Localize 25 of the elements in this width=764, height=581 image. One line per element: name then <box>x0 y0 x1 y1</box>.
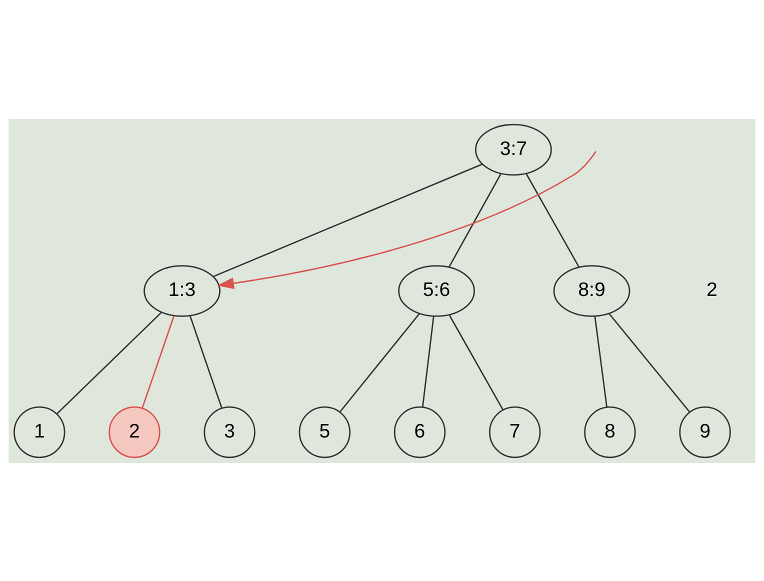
connector <box>422 316 434 407</box>
node-circle: 2 <box>108 406 160 458</box>
connector <box>526 173 580 268</box>
node-circle: 1 <box>14 406 66 458</box>
connector <box>339 313 420 412</box>
label: 2 <box>706 278 718 301</box>
connector <box>448 173 502 268</box>
node-ellipse: 3:7 <box>475 123 552 176</box>
node-circle: 7 <box>488 406 541 458</box>
node-circle: 8 <box>584 406 636 458</box>
node-ellipse: 1:3 <box>144 264 220 316</box>
node-circle: 9 <box>679 406 731 458</box>
connector <box>56 311 162 414</box>
node-ellipse: 5:6 <box>398 264 475 316</box>
connector <box>608 312 690 412</box>
node-circle: 5 <box>298 406 351 458</box>
node-circle: 6 <box>394 406 446 458</box>
node-ellipse: 8:9 <box>553 264 630 316</box>
arrow <box>217 150 596 289</box>
connector <box>594 316 608 407</box>
connector <box>142 315 175 408</box>
connector <box>189 315 222 408</box>
node-circle: 3 <box>204 406 256 458</box>
connector <box>448 314 504 410</box>
connector <box>213 163 483 277</box>
